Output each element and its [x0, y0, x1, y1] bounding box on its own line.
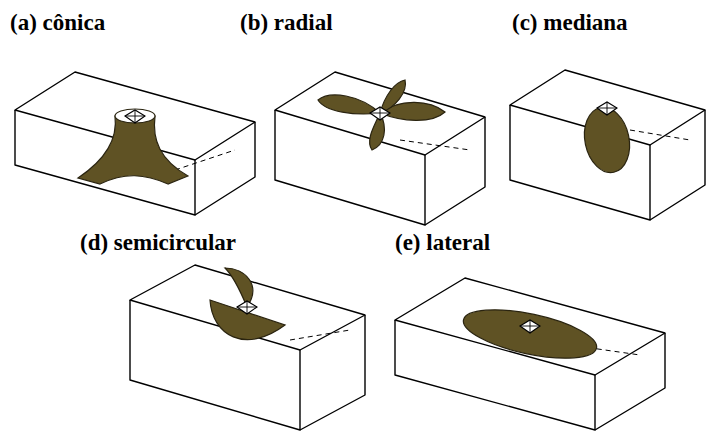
panel-label: (b) radial	[240, 10, 333, 36]
panel-label: (d) semicircular	[80, 230, 236, 256]
panel-label: (a) cônica	[10, 10, 105, 36]
panel-label: (e) lateral	[395, 230, 490, 256]
panel-label: (c) mediana	[512, 10, 628, 36]
